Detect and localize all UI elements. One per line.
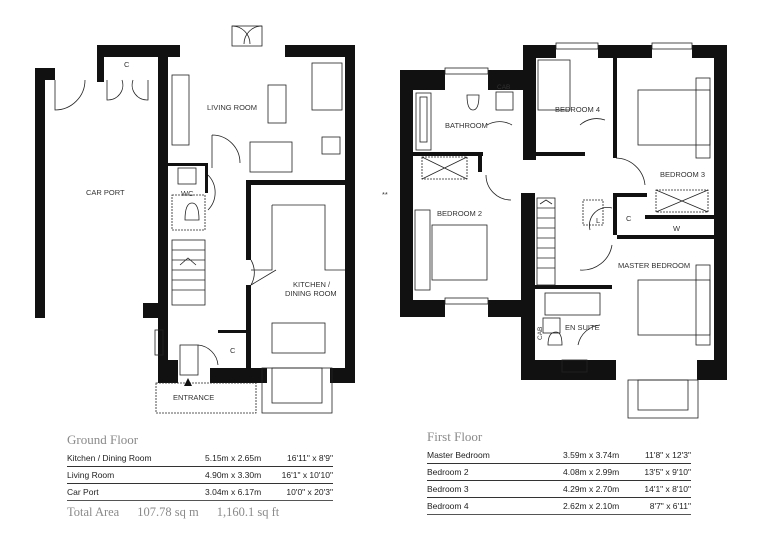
wc-label: WC <box>181 189 194 198</box>
entrance-arrow-icon <box>184 378 192 386</box>
total-area-label: Total Area <box>67 505 120 519</box>
entrance-label: ENTRANCE <box>173 393 214 402</box>
first-floor-fixtures <box>414 42 711 419</box>
living-room-label: LIVING ROOM <box>207 103 257 112</box>
first-floor-walls <box>400 45 727 380</box>
ground-floor-fixtures <box>54 25 345 414</box>
cupboard-top-label: C <box>124 60 130 69</box>
table-row: Living Room 4.90m x 3.30m 16'1" x 10'10" <box>67 467 333 484</box>
total-area-sqm: 107.78 sq m <box>137 505 199 519</box>
ground-floor-plan: LIVING ROOM CAR PORT WC KITCHEN / DINING… <box>35 25 355 414</box>
master-bedroom-label: MASTER BEDROOM <box>618 261 690 270</box>
table-row: Master Bedroom 3.59m x 3.74m 11'8" x 12'… <box>427 447 691 464</box>
room-imperial: 11'8" x 12'3" <box>645 450 691 460</box>
cab-bathroom-label: CAB <box>497 84 510 91</box>
room-imperial: 13'5" x 9'10" <box>644 467 691 477</box>
room-metric: 3.04m x 6.17m <box>205 487 262 497</box>
bedroom-2-label: BEDROOM 2 <box>437 209 482 218</box>
cupboard-label: C <box>626 214 632 223</box>
first-floor-table: First Floor Master Bedroom 3.59m x 3.74m… <box>427 429 691 515</box>
total-area-sqft: 1,160.1 sq ft <box>216 505 280 519</box>
cab-en-suite-label: CAB <box>537 327 544 340</box>
room-name: Kitchen / Dining Room <box>67 453 152 463</box>
room-metric: 3.59m x 3.74m <box>563 450 620 460</box>
room-imperial: 14'1" x 8'10" <box>644 484 691 494</box>
bathroom-label: BATHROOM <box>445 121 488 130</box>
room-metric: 4.29m x 2.70m <box>563 484 620 494</box>
room-imperial: 16'11" x 8'9" <box>287 453 333 463</box>
car-port-label: CAR PORT <box>86 188 125 197</box>
bedroom-3-label: BEDROOM 3 <box>660 170 705 179</box>
room-name: Car Port <box>67 487 99 497</box>
first-floor-title: First Floor <box>427 429 483 444</box>
ground-floor-walls <box>35 45 355 383</box>
total-area: Total Area 107.78 sq m 1,160.1 sq ft <box>67 505 297 520</box>
floor-plans: LIVING ROOM CAR PORT WC KITCHEN / DINING… <box>35 25 727 419</box>
separator-mark: ** <box>382 190 388 199</box>
kitchen-label: KITCHEN / <box>293 280 331 289</box>
room-imperial: 16'1" x 10'10" <box>281 470 333 480</box>
bedroom-4-label: BEDROOM 4 <box>555 105 600 114</box>
cupboard-hall-label: C <box>230 346 236 355</box>
en-suite-label: EN SUITE <box>565 323 600 332</box>
first-floor-plan: BATHROOM CAB BEDROOM 4 BEDROOM 3 BEDROOM… <box>400 42 727 419</box>
wardrobe-label: W <box>673 224 681 233</box>
landing-cupboard-label: L <box>596 216 600 225</box>
room-name: Master Bedroom <box>427 450 490 460</box>
room-name: Bedroom 4 <box>427 501 469 511</box>
table-row: Bedroom 2 4.08m x 2.99m 13'5" x 9'10" <box>427 464 691 481</box>
table-row: Bedroom 4 2.62m x 2.10m 8'7" x 6'11" <box>427 498 691 515</box>
ground-floor-table: Ground Floor Kitchen / Dining Room 5.15m… <box>67 432 333 501</box>
ground-floor-title: Ground Floor <box>67 432 139 447</box>
table-row: Kitchen / Dining Room 5.15m x 2.65m 16'1… <box>67 450 333 467</box>
room-metric: 2.62m x 2.10m <box>563 501 620 511</box>
room-metric: 4.08m x 2.99m <box>563 467 620 477</box>
room-imperial: 8'7" x 6'11" <box>649 501 691 511</box>
room-metric: 4.90m x 3.30m <box>205 470 262 480</box>
room-name: Living Room <box>67 470 115 480</box>
room-imperial: 10'0" x 20'3" <box>286 487 333 497</box>
room-name: Bedroom 2 <box>427 467 469 477</box>
room-name: Bedroom 3 <box>427 484 469 494</box>
room-metric: 5.15m x 2.65m <box>205 453 262 463</box>
table-row: Car Port 3.04m x 6.17m 10'0" x 20'3" <box>67 484 333 501</box>
dining-room-label: DINING ROOM <box>285 289 337 298</box>
table-row: Bedroom 3 4.29m x 2.70m 14'1" x 8'10" <box>427 481 691 498</box>
